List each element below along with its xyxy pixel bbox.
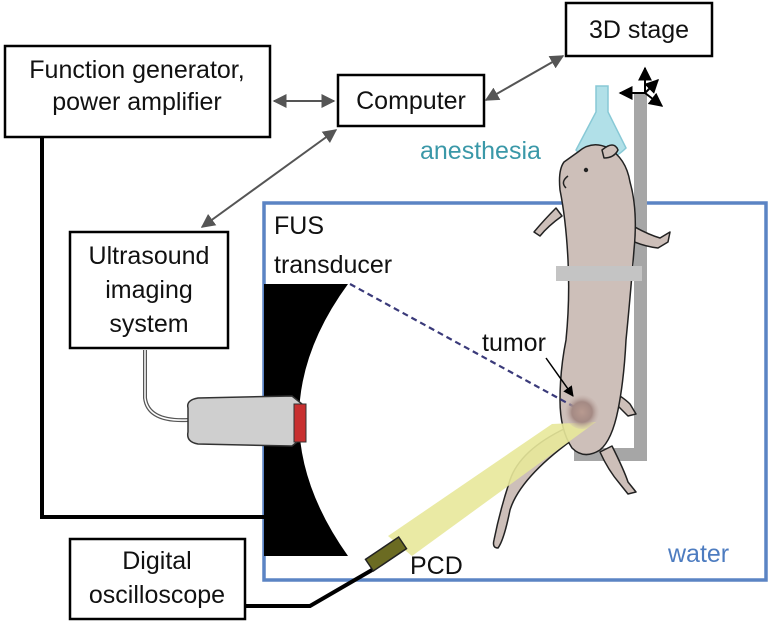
computer-box — [336, 73, 486, 128]
function-generator-label-1: Function generator, — [29, 56, 244, 84]
mouse — [492, 144, 671, 549]
ultrasound-probe — [143, 350, 307, 447]
pcd-beam — [388, 422, 596, 556]
restraint-band — [556, 266, 642, 281]
tumor-spot — [565, 395, 599, 429]
oscilloscope-label-2: oscilloscope — [89, 581, 225, 609]
oscilloscope-box — [68, 537, 247, 621]
computer-label: Computer — [356, 87, 466, 115]
water-label: water — [667, 540, 729, 568]
ultrasound-label-3: system — [109, 310, 188, 338]
ultrasound-label-2: imaging — [105, 276, 193, 304]
cable-pcd-oscilloscope — [246, 568, 374, 608]
stage-label: 3D stage — [589, 16, 689, 44]
arrow-computer-ultrasound — [200, 129, 338, 228]
arrow-computer-stage — [484, 55, 565, 101]
stage-box — [564, 1, 714, 58]
tumor-arrow — [545, 357, 574, 397]
tumor-label: tumor — [482, 329, 546, 357]
fus-label-2: transducer — [274, 251, 392, 279]
anesthesia-label: anesthesia — [420, 137, 541, 165]
function-generator-label-2: power amplifier — [52, 88, 222, 116]
cable-generator-transducer — [40, 137, 264, 519]
pcd-sensor — [364, 535, 408, 573]
ultrasound-system-box — [68, 230, 230, 350]
fus-transducer — [264, 284, 348, 556]
oscilloscope-label-1: Digital — [122, 547, 191, 575]
function-generator-box — [3, 44, 272, 139]
pcd-label: PCD — [410, 552, 463, 580]
fus-label-1: FUS — [274, 212, 324, 240]
focus-line — [349, 283, 581, 411]
stage-axis-arrows-icon — [618, 66, 664, 107]
ultrasound-label-1: Ultrasound — [89, 242, 210, 270]
